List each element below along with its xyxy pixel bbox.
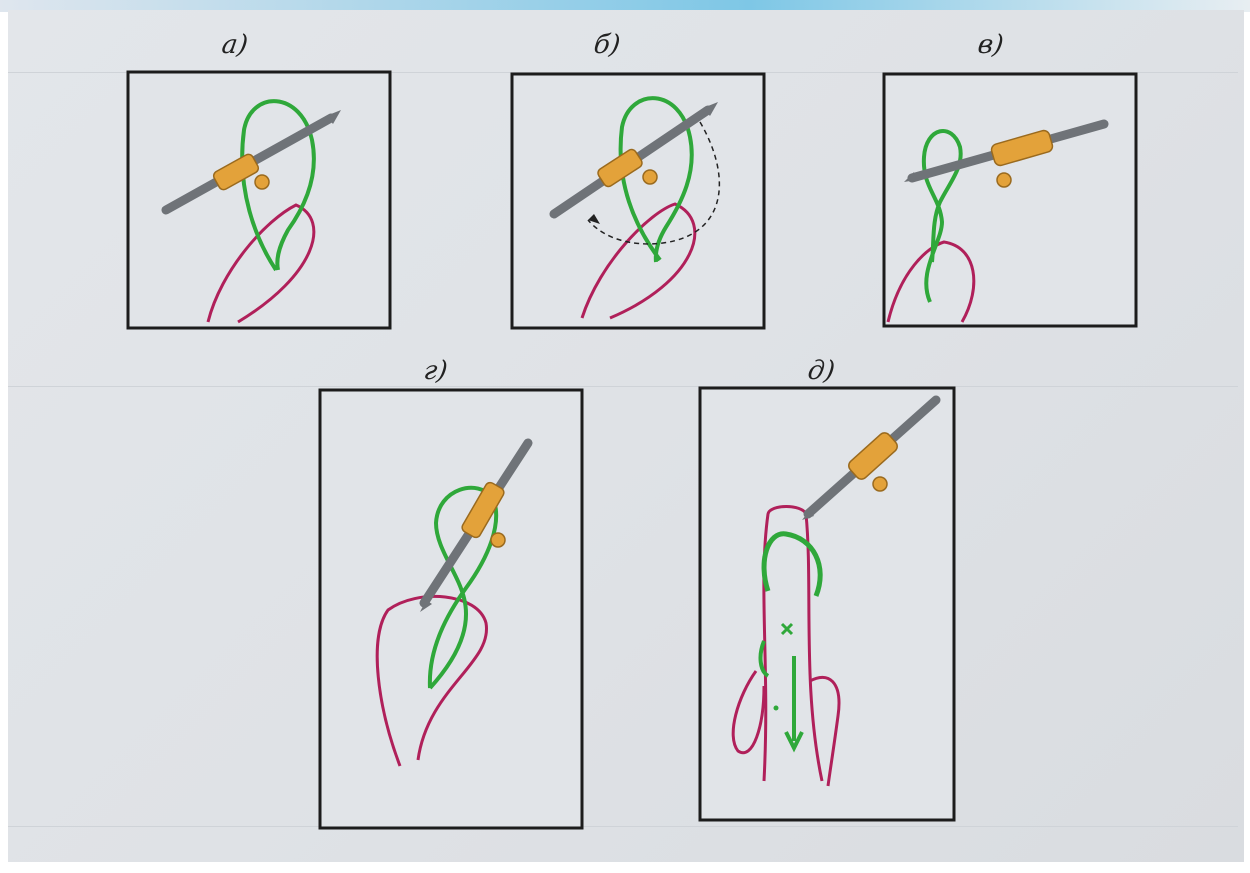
panel-frame: [512, 74, 764, 328]
panel-d: [698, 386, 956, 824]
panel-v: [882, 72, 1138, 330]
dot-mark: [774, 706, 779, 711]
panel-b: [510, 72, 766, 332]
panel-label-g: г): [422, 356, 450, 386]
panel-label-d: д): [806, 356, 837, 386]
panel-a-drawing: [126, 70, 392, 332]
panel-frame: [884, 74, 1136, 326]
faint-rule-line: [8, 386, 1238, 387]
panel-frame: [128, 72, 390, 328]
panel-v-drawing: [882, 72, 1138, 330]
panel-g: [318, 388, 584, 832]
faint-rule-line: [8, 826, 1238, 827]
panel-a: [126, 70, 392, 332]
panel-d-drawing: [698, 386, 956, 824]
panel-frame: [700, 388, 954, 820]
panel-label-a: а): [220, 30, 250, 60]
panel-b-drawing: [510, 72, 766, 332]
panel-g-drawing: [318, 388, 584, 832]
panel-label-v: в): [976, 30, 1005, 60]
panel-label-b: б): [592, 30, 622, 60]
